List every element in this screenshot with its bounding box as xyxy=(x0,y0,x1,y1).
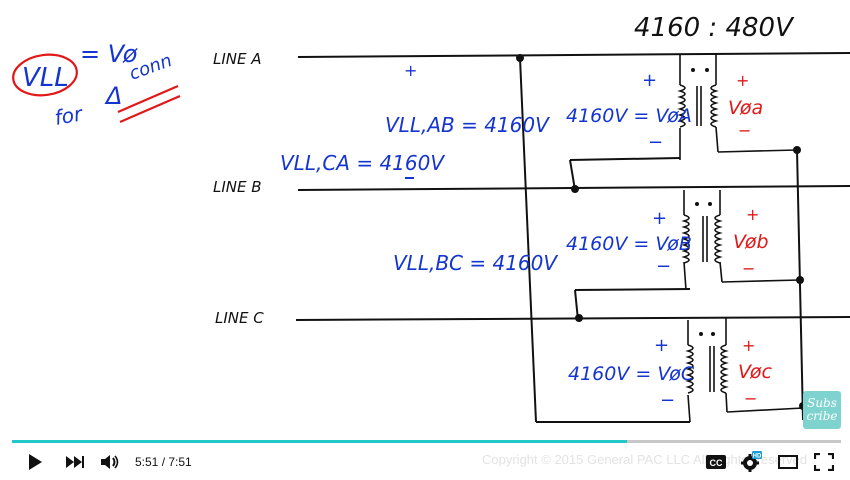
tx2-dot-2 xyxy=(708,202,712,206)
fullscreen-button[interactable] xyxy=(813,452,835,472)
phase-primary-c: 4160V = VøC xyxy=(568,363,695,385)
tx2-secondary-bottom xyxy=(719,261,723,283)
svg-text:CC: CC xyxy=(710,458,723,468)
next-button[interactable] xyxy=(64,452,86,472)
line-a-wire xyxy=(297,52,850,58)
play-button[interactable] xyxy=(24,452,46,472)
node-sec-2 xyxy=(796,276,804,284)
hd-badge: HD xyxy=(753,454,762,460)
vll-ab-label: VLL,AB = 4160V xyxy=(385,113,550,137)
plus-primary-c: + xyxy=(654,335,669,356)
formula-equals-vphase: = Vø xyxy=(80,40,138,68)
tx3-dot-1 xyxy=(699,332,703,336)
secondary-delta-bus xyxy=(796,149,804,421)
node-a xyxy=(516,54,524,62)
captions-button[interactable]: CC xyxy=(705,452,727,472)
next-icon xyxy=(66,456,84,468)
fullscreen-icon xyxy=(814,453,834,471)
vll-ca-label: VLL,CA = 4160V xyxy=(280,151,445,175)
tx2-dot-1 xyxy=(695,202,699,206)
phase-primary-a: 4160V = VøA xyxy=(566,105,692,127)
phase-secondary-c: Vøc xyxy=(738,361,773,383)
cc-icon: CC xyxy=(706,455,726,469)
line-c-wire xyxy=(295,316,850,321)
plus-primary-b: + xyxy=(652,208,667,229)
settings-icon: HD xyxy=(741,451,762,472)
tx3-secondary-link xyxy=(726,407,804,413)
tx2-primary-bottom xyxy=(683,261,687,291)
c-tap-h xyxy=(574,288,691,291)
plus-primary-a: + xyxy=(642,70,657,91)
b-tap xyxy=(569,159,576,191)
underline-1 xyxy=(117,84,179,114)
volume-button[interactable] xyxy=(100,452,122,472)
tx3-dot-2 xyxy=(711,332,715,336)
subscribe-label-1: Subs xyxy=(807,396,837,410)
tx2-secondary-link xyxy=(721,279,801,283)
minus-primary-b: − xyxy=(656,256,671,277)
tx1-primary-coil xyxy=(677,84,686,128)
formula-for: for xyxy=(53,101,86,130)
node-b xyxy=(571,185,579,193)
plus-secondary-b: + xyxy=(746,205,759,224)
tx2-primary-coil xyxy=(681,214,690,264)
underline-2 xyxy=(119,94,181,124)
b-tap-h xyxy=(569,157,681,161)
progress-bar[interactable] xyxy=(12,440,841,443)
video-controls: 5:51 / 7:51 Copyright © 2015 General PAC… xyxy=(0,436,850,480)
tx3-primary-bottom xyxy=(687,394,691,423)
line-b-label: LINE B xyxy=(213,178,262,196)
vll-bc-label: VLL,BC = 4160V xyxy=(393,251,558,275)
play-icon xyxy=(29,454,42,470)
vll-highlight-circle xyxy=(12,53,78,97)
node-sec-1 xyxy=(793,146,801,154)
formula-vll: VLL xyxy=(22,63,69,93)
minus-secondary-c: − xyxy=(744,389,757,408)
phase-primary-b: 4160V = VøB xyxy=(566,233,692,255)
tx3-primary-coil xyxy=(685,344,694,394)
phase-secondary-a: Vøa xyxy=(728,97,763,119)
minus-secondary-b: − xyxy=(742,259,755,278)
minus-primary-a: − xyxy=(648,132,663,153)
tx1-secondary-link xyxy=(717,149,798,153)
tx1-secondary-coil xyxy=(710,84,719,128)
node-c xyxy=(575,314,583,322)
theater-mode-button[interactable] xyxy=(777,452,799,472)
plus-mark-a: + xyxy=(404,61,417,80)
line-c-label: LINE C xyxy=(215,309,264,327)
plus-secondary-a: + xyxy=(736,71,749,90)
tx1-dot-1 xyxy=(691,68,695,72)
volume-icon xyxy=(101,455,119,469)
subscribe-label-2: cribe xyxy=(806,409,838,423)
tx1-secondary-bottom xyxy=(715,126,719,153)
time-display: 5:51 / 7:51 xyxy=(135,455,192,469)
phase-secondary-b: Vøb xyxy=(733,231,769,253)
turns-ratio-label: 4160 : 480V xyxy=(634,13,795,43)
primary-return-bus xyxy=(519,57,537,423)
tx1-dot-2 xyxy=(705,68,709,72)
tx3-secondary-coil xyxy=(720,344,729,394)
line-a-label: LINE A xyxy=(213,50,262,68)
minus-primary-c: − xyxy=(660,390,675,411)
formula-delta: Δ xyxy=(104,82,122,110)
progress-fill xyxy=(12,440,628,443)
tx3-secondary-bottom xyxy=(725,392,728,413)
subscribe-button[interactable]: Subs cribe xyxy=(803,391,841,429)
tx2-secondary-coil xyxy=(714,214,723,264)
plus-secondary-c: + xyxy=(742,336,755,355)
settings-button[interactable]: HD xyxy=(740,451,762,472)
theater-icon xyxy=(778,455,798,469)
minus-secondary-a: − xyxy=(738,121,751,140)
